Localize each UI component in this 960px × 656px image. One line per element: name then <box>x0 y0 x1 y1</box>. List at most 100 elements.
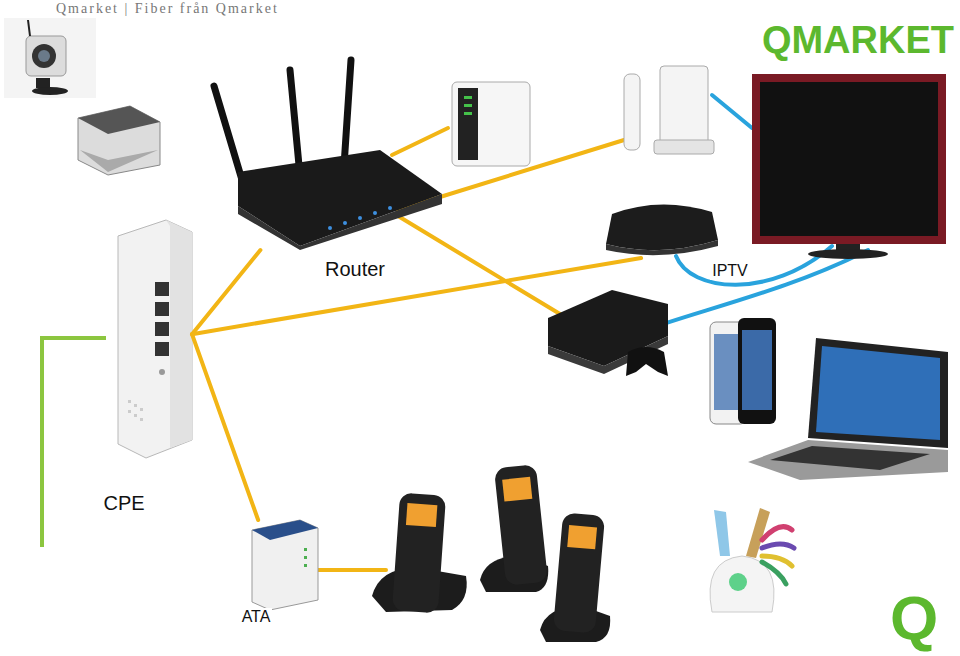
game-console-part <box>624 74 640 150</box>
television <box>752 74 946 259</box>
ata-device <box>252 520 318 610</box>
cordless-phones-part <box>553 512 605 633</box>
cpe-device-part <box>128 400 143 421</box>
cpe-device-part-part <box>134 404 137 407</box>
iptv-box-part <box>606 204 718 250</box>
camera-part <box>38 50 50 62</box>
television-part <box>760 82 938 236</box>
router-device-part-part <box>388 206 392 210</box>
device-label: CPE <box>101 492 146 515</box>
game-console <box>624 66 714 154</box>
printer <box>78 106 160 175</box>
ata-device-part-part <box>304 564 307 567</box>
ata-device-part-part <box>304 548 307 551</box>
game-console-part <box>654 140 714 154</box>
device-label: Router <box>323 258 387 281</box>
smartphone <box>710 318 776 424</box>
cpe-device-part-part <box>128 410 131 413</box>
cordless-phones-part <box>494 464 548 586</box>
cpe-device-part <box>166 220 192 448</box>
cable-line <box>192 258 641 334</box>
iptv-box-part <box>606 240 718 255</box>
network-cable <box>192 250 260 334</box>
ata-node: ATA <box>250 520 318 610</box>
nabaztag-part-part <box>762 562 786 584</box>
video-cable-part <box>712 95 752 128</box>
printer-part <box>80 150 158 172</box>
cpe-device-part <box>118 220 192 458</box>
camera-part <box>32 44 56 68</box>
fiber-line <box>42 338 106 547</box>
laptop-part <box>770 446 930 470</box>
cordless-phones-part <box>502 477 532 502</box>
nabaztag-part <box>729 573 747 591</box>
nabaztag-part-part <box>762 544 794 548</box>
cordless-phones <box>372 464 610 642</box>
cpe-device-part <box>155 342 169 356</box>
cable-part <box>392 128 448 155</box>
cable-part <box>398 216 560 314</box>
nas-device-part-part <box>464 112 472 115</box>
ata-device-part-part <box>304 556 307 559</box>
router-device-part-part <box>343 221 347 225</box>
camera-part <box>32 87 68 95</box>
nas-device-part <box>452 82 530 166</box>
router-device-part-part <box>373 211 377 215</box>
cpe-device-part-part <box>128 400 131 403</box>
television-part <box>752 74 946 244</box>
nas-device-part-part <box>464 96 472 99</box>
camera-part <box>4 18 96 98</box>
nabaztag-part <box>714 510 730 556</box>
router-device-part <box>344 60 351 166</box>
laptop-part <box>816 346 940 440</box>
game-console-part <box>660 66 708 150</box>
router-node: Router <box>215 60 442 250</box>
ata-device-part <box>252 520 318 540</box>
printer-part <box>78 106 160 175</box>
nas-device-part <box>458 88 478 160</box>
nabaztag-part <box>762 527 794 584</box>
nas-device-part <box>464 96 472 115</box>
camera-part <box>36 78 50 88</box>
router-device <box>214 60 442 250</box>
smartphone-part <box>714 334 742 410</box>
ps3-console-part <box>626 347 668 376</box>
nas-device <box>452 82 530 166</box>
cpe-device <box>118 220 192 458</box>
router-device-part <box>290 70 300 176</box>
cpe-device-part-part <box>134 414 137 417</box>
cpe-device-part <box>155 282 169 296</box>
cable-line <box>192 334 258 520</box>
device-label: IPTV <box>710 262 750 280</box>
network-cable <box>192 258 641 334</box>
header-text: Qmarket | Fiber från Qmarket <box>56 1 279 16</box>
ps3-console <box>548 290 668 376</box>
brand-mark: Q <box>890 584 938 652</box>
laptop-part <box>748 440 948 480</box>
ata-device-part <box>252 520 318 610</box>
cordless-phones-part <box>567 525 597 549</box>
cable-part <box>318 568 386 572</box>
video-cable-part <box>676 246 832 285</box>
nas-device-part-part <box>464 104 472 107</box>
iptv-box <box>606 204 718 255</box>
cordless-phones-part <box>392 493 446 614</box>
smartphone-part <box>742 330 772 410</box>
device-label: ATA <box>240 608 273 626</box>
network-cable <box>192 334 258 520</box>
printer-part <box>78 106 160 134</box>
smartphone-part <box>738 318 776 424</box>
router-device-part-part <box>328 226 332 230</box>
cable-line <box>192 250 260 334</box>
nabaztag-part-part <box>762 527 792 540</box>
camera-part <box>26 36 66 76</box>
ata-device-part <box>304 548 307 567</box>
nabaztag <box>710 508 794 612</box>
television-part <box>808 249 888 259</box>
cordless-phones-part <box>406 503 437 527</box>
brand-logo: QMARKET <box>762 20 954 62</box>
cpe-device-part <box>155 322 169 336</box>
